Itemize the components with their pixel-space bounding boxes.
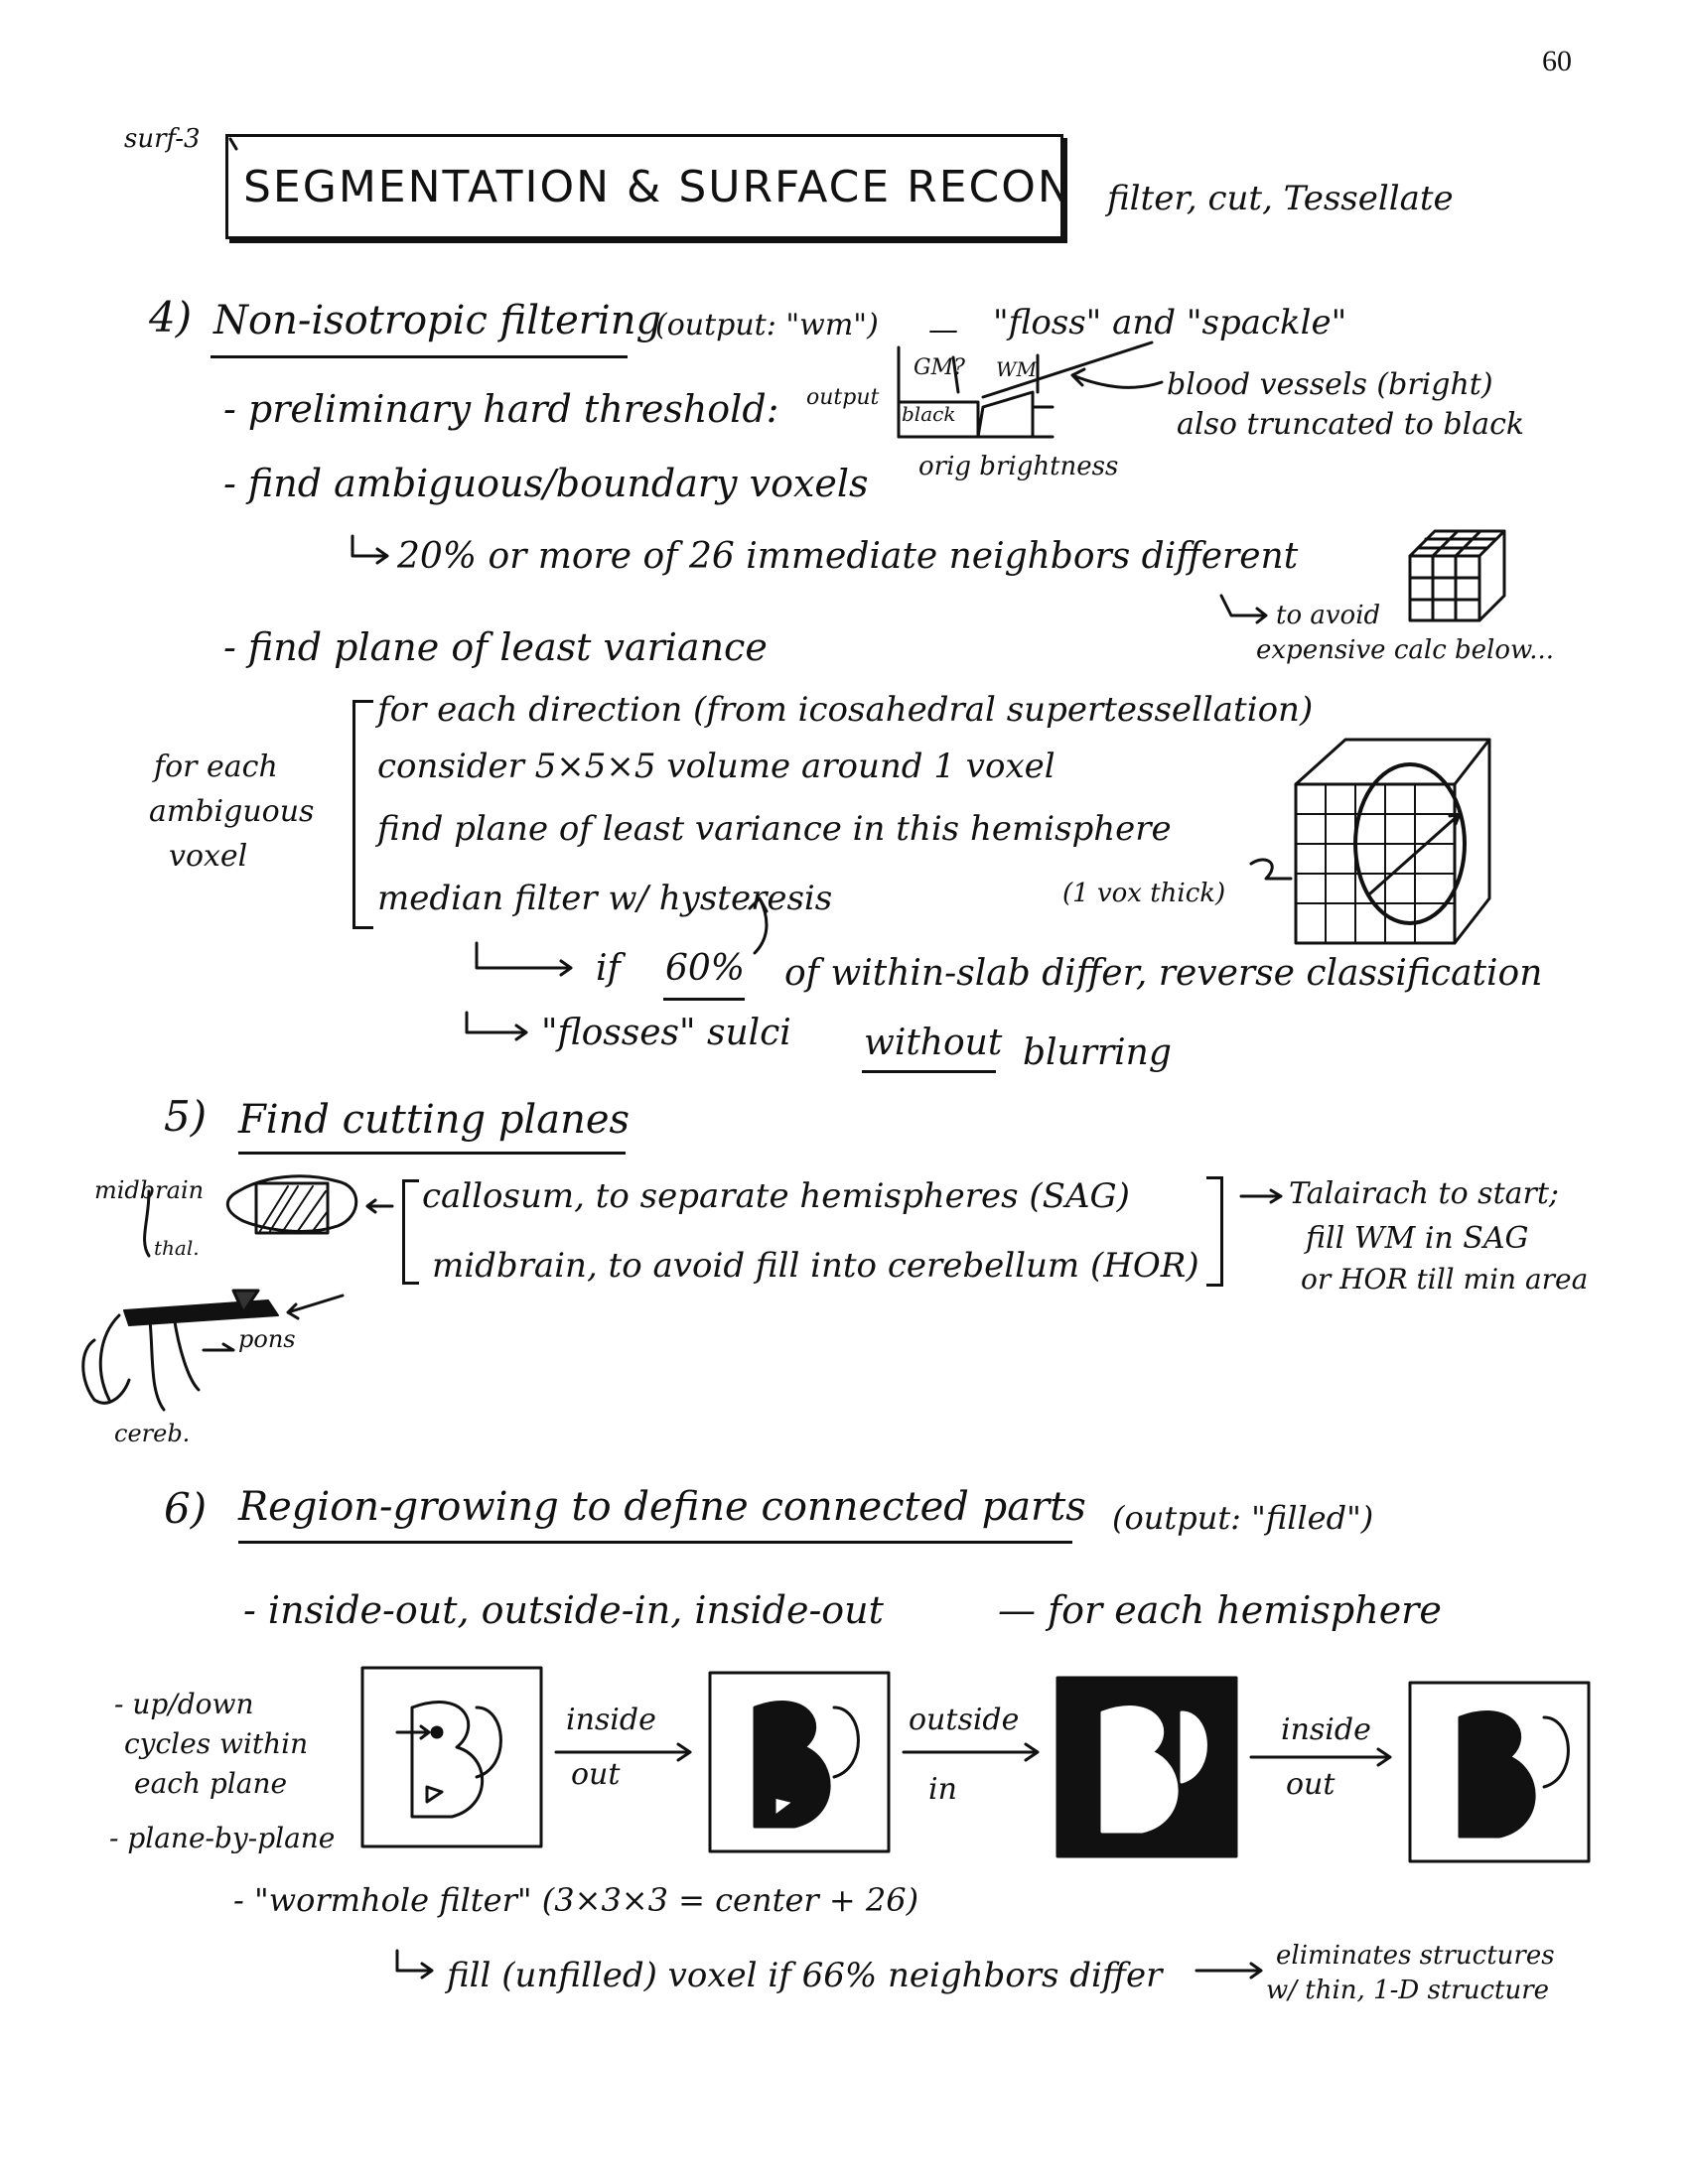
sixty-arrow-1 (475, 941, 573, 977)
page-number: 60 (1542, 45, 1572, 77)
region-panel-2 (708, 1671, 891, 1853)
arrow-1 (554, 1742, 692, 1762)
vox-thick-note: (1 vox thick) (1062, 879, 1226, 908)
updown-2: cycles within (124, 1727, 309, 1760)
to-avoid-arrow (1219, 594, 1268, 624)
cutting-planes-bracket-left (402, 1179, 419, 1285)
section-4-output: (output: "wm") (655, 308, 879, 342)
twenty-pct-arrow (351, 534, 389, 565)
graph-black-label: black (902, 402, 956, 426)
bracket-line-4: median filter w/ hysteresis (377, 879, 833, 918)
ambiguous-voxel-bracket (352, 700, 373, 929)
least-variance-line: - find plane of least variance (223, 625, 768, 669)
blood-vessel-arrow (1070, 367, 1164, 389)
arrow-3-label-bottom: out (1286, 1767, 1336, 1802)
graph-output-label: output (806, 385, 880, 410)
region-panel-1 (360, 1666, 543, 1848)
for-each-label-3: voxel (169, 839, 248, 874)
eliminates-arrow (1195, 1962, 1263, 1979)
wormhole-line: - "wormhole filter" (3×3×3 = center + 26… (233, 1881, 919, 1919)
section-4-number: 4) (149, 293, 193, 341)
surf-label-connector (228, 137, 238, 151)
section-6-output: (output: "filled") (1112, 1499, 1374, 1537)
cereb-label: cereb. (114, 1420, 191, 1447)
blood-vessels-note: blood vessels (bright) (1167, 367, 1493, 402)
brainstem-icon (81, 1289, 345, 1412)
midbrain-line: midbrain, to avoid fill into cerebellum … (432, 1246, 1199, 1286)
fill-arrow (395, 1949, 434, 1979)
surf-label: surf-3 (124, 124, 201, 154)
arrow-3-label-top: inside (1281, 1712, 1371, 1747)
updown-1: - up/down (114, 1688, 254, 1720)
region-panel-3 (1055, 1676, 1238, 1858)
section-5-heading: Find cutting planes (238, 1097, 631, 1143)
bracket-line-1: for each direction (from icosahedral sup… (377, 690, 1314, 730)
sixty-arrow-2 (465, 1011, 528, 1041)
title-box (225, 134, 1063, 239)
truncated-note: also truncated to black (1177, 407, 1525, 442)
section-6-number: 6) (164, 1484, 208, 1533)
talairach-arrow (1239, 1188, 1283, 1204)
arrow-2-label-top: outside (909, 1703, 1020, 1737)
grid-cube-icon (1408, 529, 1506, 622)
expensive-note: expensive calc below... (1256, 635, 1554, 665)
without-underline (862, 1070, 996, 1073)
inside-out-line: - inside-out, outside-in, inside-out (243, 1588, 884, 1632)
graph-x-label: orig brightness (918, 452, 1119, 481)
plane-pointer (1249, 858, 1293, 881)
section-4-underline (211, 355, 628, 358)
brain-slice-icon (143, 1174, 394, 1258)
talairach-line-2: fill WM in SAG (1306, 1221, 1529, 1256)
section-6-underline (238, 1541, 1072, 1544)
section-4-dash: — (928, 313, 958, 347)
thal-label: thal. (154, 1236, 200, 1260)
arrow-1-label-bottom: out (571, 1757, 621, 1792)
twenty-percent-line: 20% or more of 26 immediate neighbors di… (397, 536, 1299, 577)
floss-spackle: "floss" and "spackle" (993, 303, 1347, 342)
talairach-line-3: or HOR till min area (1301, 1263, 1589, 1296)
ambiguous-line: - find ambiguous/boundary voxels (223, 462, 869, 505)
flosses-blurring: blurring (1023, 1032, 1172, 1073)
graph-wm-label: WM (996, 357, 1038, 381)
to-avoid-note: to avoid (1276, 601, 1381, 630)
region-panel-4 (1408, 1681, 1591, 1863)
sixty-underline (663, 998, 745, 1001)
sixty-percent: 60% (665, 948, 746, 989)
fill-line: fill (unfilled) voxel if 66% neighbors d… (447, 1956, 1163, 1995)
pons-label: pons (238, 1325, 296, 1353)
bracket-line-3: find plane of least variance in this hem… (377, 809, 1172, 849)
arrow-3 (1249, 1747, 1392, 1767)
talairach-line-1: Talairach to start; (1289, 1176, 1560, 1211)
plane-by-plane: - plane-by-plane (109, 1822, 336, 1854)
arrow-2-label-bottom: in (928, 1772, 957, 1807)
section-6-heading: Region-growing to define connected parts (238, 1484, 1086, 1530)
sixty-if: if (596, 948, 621, 989)
flosses-a: "flosses" sulci (541, 1013, 791, 1053)
callosum-line: callosum, to separate hemispheres (SAG) (422, 1176, 1130, 1216)
eliminates-line-2: w/ thin, 1-D structure (1266, 1976, 1550, 2005)
eliminates-line-1: eliminates structures (1276, 1941, 1555, 1971)
section-5-underline (238, 1152, 626, 1155)
bracket-line-2: consider 5×5×5 volume around 1 voxel (377, 747, 1055, 786)
threshold-graph (897, 341, 1164, 439)
section-4-heading: Non-isotropic filtering (213, 298, 662, 343)
page-title: SEGMENTATION & SURFACE RECON (243, 162, 1072, 212)
arrow-1-label-top: inside (566, 1703, 656, 1737)
for-each-hemisphere: — for each hemisphere (998, 1588, 1442, 1632)
updown-3: each plane (134, 1767, 288, 1800)
arrow-2 (902, 1742, 1040, 1762)
title-note: filter, cut, Tessellate (1107, 179, 1454, 218)
sixty-rest: of within-slab differ, reverse classific… (784, 953, 1543, 994)
section-5-number: 5) (164, 1092, 208, 1141)
hysteresis-arrow (748, 896, 769, 955)
threshold-line: - preliminary hard threshold: (223, 387, 779, 431)
for-each-label-2: ambiguous (149, 794, 315, 829)
cutting-planes-bracket-right (1206, 1176, 1223, 1287)
for-each-label-1: for each (154, 750, 278, 784)
voxel-volume-icon (1249, 738, 1491, 945)
flosses-without: without (864, 1023, 1003, 1063)
